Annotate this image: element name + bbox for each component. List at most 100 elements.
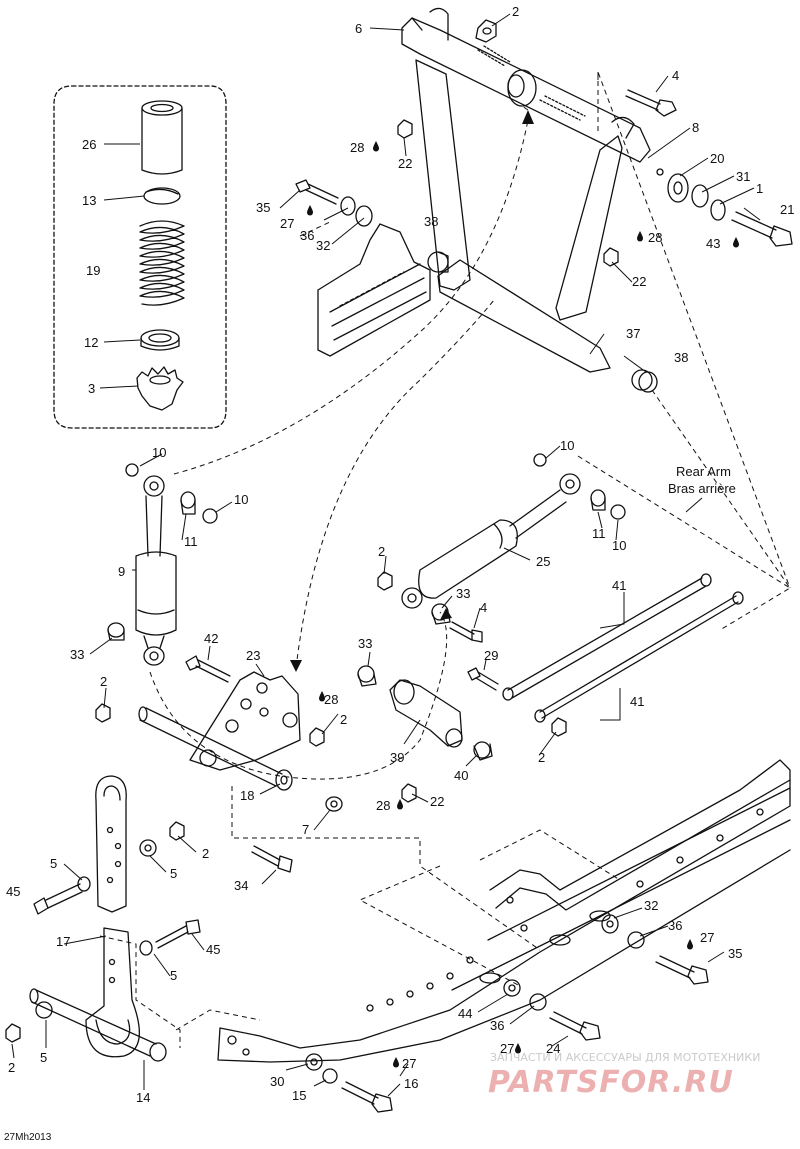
callout-39: 39 bbox=[390, 750, 404, 765]
callout-5d: 5 bbox=[40, 1050, 47, 1065]
bushing-part-38-upper bbox=[427, 251, 449, 273]
bolt-part-4-rear bbox=[449, 621, 483, 643]
callout-42: 42 bbox=[204, 631, 218, 646]
arrowhead-bracket bbox=[290, 660, 302, 672]
callout-10d: 10 bbox=[612, 538, 626, 553]
annotation-leader bbox=[685, 497, 703, 513]
callout-14: 14 bbox=[136, 1090, 150, 1105]
bolt-part-45-lower bbox=[139, 919, 201, 956]
callout-18: 18 bbox=[240, 788, 254, 803]
callout-10c: 10 bbox=[560, 438, 574, 453]
callout-19: 19 bbox=[86, 263, 100, 278]
front-arm-assembly bbox=[401, 7, 664, 373]
callout-40: 40 bbox=[454, 768, 468, 783]
callout-27c: 27 bbox=[500, 1041, 514, 1056]
callout-25: 25 bbox=[536, 554, 550, 569]
bracket-part-23 bbox=[189, 671, 301, 771]
spacer-part-40 bbox=[473, 741, 493, 761]
callout-2g: 2 bbox=[8, 1060, 15, 1075]
callout-35b: 35 bbox=[728, 946, 742, 961]
watermark: ЗАПЧАСТИ И АКСЕССУАРЫ ДЛЯ МОТОТЕХНИКИ PA… bbox=[488, 1051, 760, 1100]
slide-rail-frame bbox=[217, 759, 791, 1063]
bolt-part-45-upper bbox=[33, 876, 91, 915]
watermark-brand: PARTSFOR.RU bbox=[488, 1065, 734, 1100]
grease-fitting-part-22-upper bbox=[397, 119, 413, 139]
callout-12: 12 bbox=[84, 335, 98, 350]
callout-20: 20 bbox=[710, 151, 724, 166]
arrowhead-rear-shock bbox=[440, 608, 452, 620]
adjuster-part-3 bbox=[136, 366, 184, 411]
callout-4b: 4 bbox=[480, 600, 487, 615]
callout-28c: 28 bbox=[324, 692, 338, 707]
callout-38: 38 bbox=[424, 214, 438, 229]
washers-part-5 bbox=[5, 821, 185, 1043]
callout-44: 44 bbox=[458, 1006, 472, 1021]
diagram-code: 27Mh2013 bbox=[4, 1132, 52, 1143]
callout-labels: 6 2 4 8 28 22 20 31 1 35 27 36 32 38 21 … bbox=[6, 4, 794, 1105]
washer-part-30 bbox=[305, 1053, 323, 1071]
bolt-part-16 bbox=[341, 1081, 393, 1113]
callout-23: 23 bbox=[246, 648, 260, 663]
callout-27b: 27 bbox=[700, 930, 714, 945]
callout-33c: 33 bbox=[358, 636, 372, 651]
lower-axle-part-14 bbox=[29, 988, 167, 1062]
bolt-part-34 bbox=[251, 845, 293, 873]
callout-5: 5 bbox=[50, 856, 57, 871]
link-rods-part-41 bbox=[502, 573, 744, 723]
callout-36: 36 bbox=[300, 228, 314, 243]
spring-kit-enclosure bbox=[53, 85, 227, 429]
washer-part-36-bottom bbox=[529, 993, 547, 1011]
callout-36b: 36 bbox=[668, 918, 682, 933]
callout-15: 15 bbox=[292, 1088, 306, 1103]
callout-17: 17 bbox=[56, 934, 70, 949]
callout-7: 7 bbox=[302, 822, 309, 837]
washer-part-32-lower bbox=[601, 914, 619, 934]
callout-2e: 2 bbox=[538, 750, 545, 765]
nut-part-2-bracket bbox=[309, 727, 325, 747]
callout-36c: 36 bbox=[490, 1018, 504, 1033]
callout-28b: 28 bbox=[648, 230, 662, 245]
bushing-part-38-lower bbox=[631, 369, 658, 393]
upper-frame-rail bbox=[317, 223, 431, 357]
rocker-arm-part-39 bbox=[389, 679, 463, 748]
callout-5b: 5 bbox=[170, 866, 177, 881]
callout-22: 22 bbox=[398, 156, 412, 171]
grease-fitting-part-22-mid bbox=[603, 247, 619, 267]
bushing-part-33-mid bbox=[357, 665, 377, 687]
bolt-part-29 bbox=[467, 667, 499, 691]
callout-33: 33 bbox=[70, 647, 84, 662]
callout-27: 27 bbox=[280, 216, 294, 231]
watermark-tagline: ЗАПЧАСТИ И АКСЕССУАРЫ ДЛЯ МОТОТЕХНИКИ bbox=[490, 1051, 760, 1064]
bushing-part-33-left bbox=[107, 622, 125, 641]
nut-part-2-right bbox=[551, 717, 567, 737]
callout-34: 34 bbox=[234, 878, 248, 893]
stopper-part-13 bbox=[143, 187, 181, 205]
callout-28d: 28 bbox=[376, 798, 390, 813]
callout-8: 8 bbox=[692, 120, 699, 135]
callout-10: 10 bbox=[152, 445, 166, 460]
callout-32: 32 bbox=[316, 238, 330, 253]
callout-33b: 33 bbox=[456, 586, 470, 601]
nut-part-2-rear-shock bbox=[377, 571, 393, 591]
callout-27d: 27 bbox=[402, 1056, 416, 1071]
callout-9: 9 bbox=[118, 564, 125, 579]
callout-32b: 32 bbox=[644, 898, 658, 913]
callout-26: 26 bbox=[82, 137, 96, 152]
callout-22b: 22 bbox=[632, 274, 646, 289]
callout-43: 43 bbox=[706, 236, 720, 251]
washer-part-7 bbox=[325, 796, 343, 812]
callout-10b: 10 bbox=[234, 492, 248, 507]
callout-1: 1 bbox=[756, 181, 763, 196]
annotation-line1: Rear Arm bbox=[676, 464, 731, 479]
spring-part-19 bbox=[139, 220, 185, 306]
callout-4: 4 bbox=[672, 68, 679, 83]
spacer-part-11-front bbox=[125, 463, 218, 524]
callout-3: 3 bbox=[88, 381, 95, 396]
callout-2f: 2 bbox=[202, 846, 209, 861]
callout-21: 21 bbox=[780, 202, 794, 217]
swing-arm-part-17 bbox=[85, 775, 140, 1058]
bolt-part-24 bbox=[549, 1011, 601, 1041]
callout-24: 24 bbox=[546, 1041, 560, 1056]
